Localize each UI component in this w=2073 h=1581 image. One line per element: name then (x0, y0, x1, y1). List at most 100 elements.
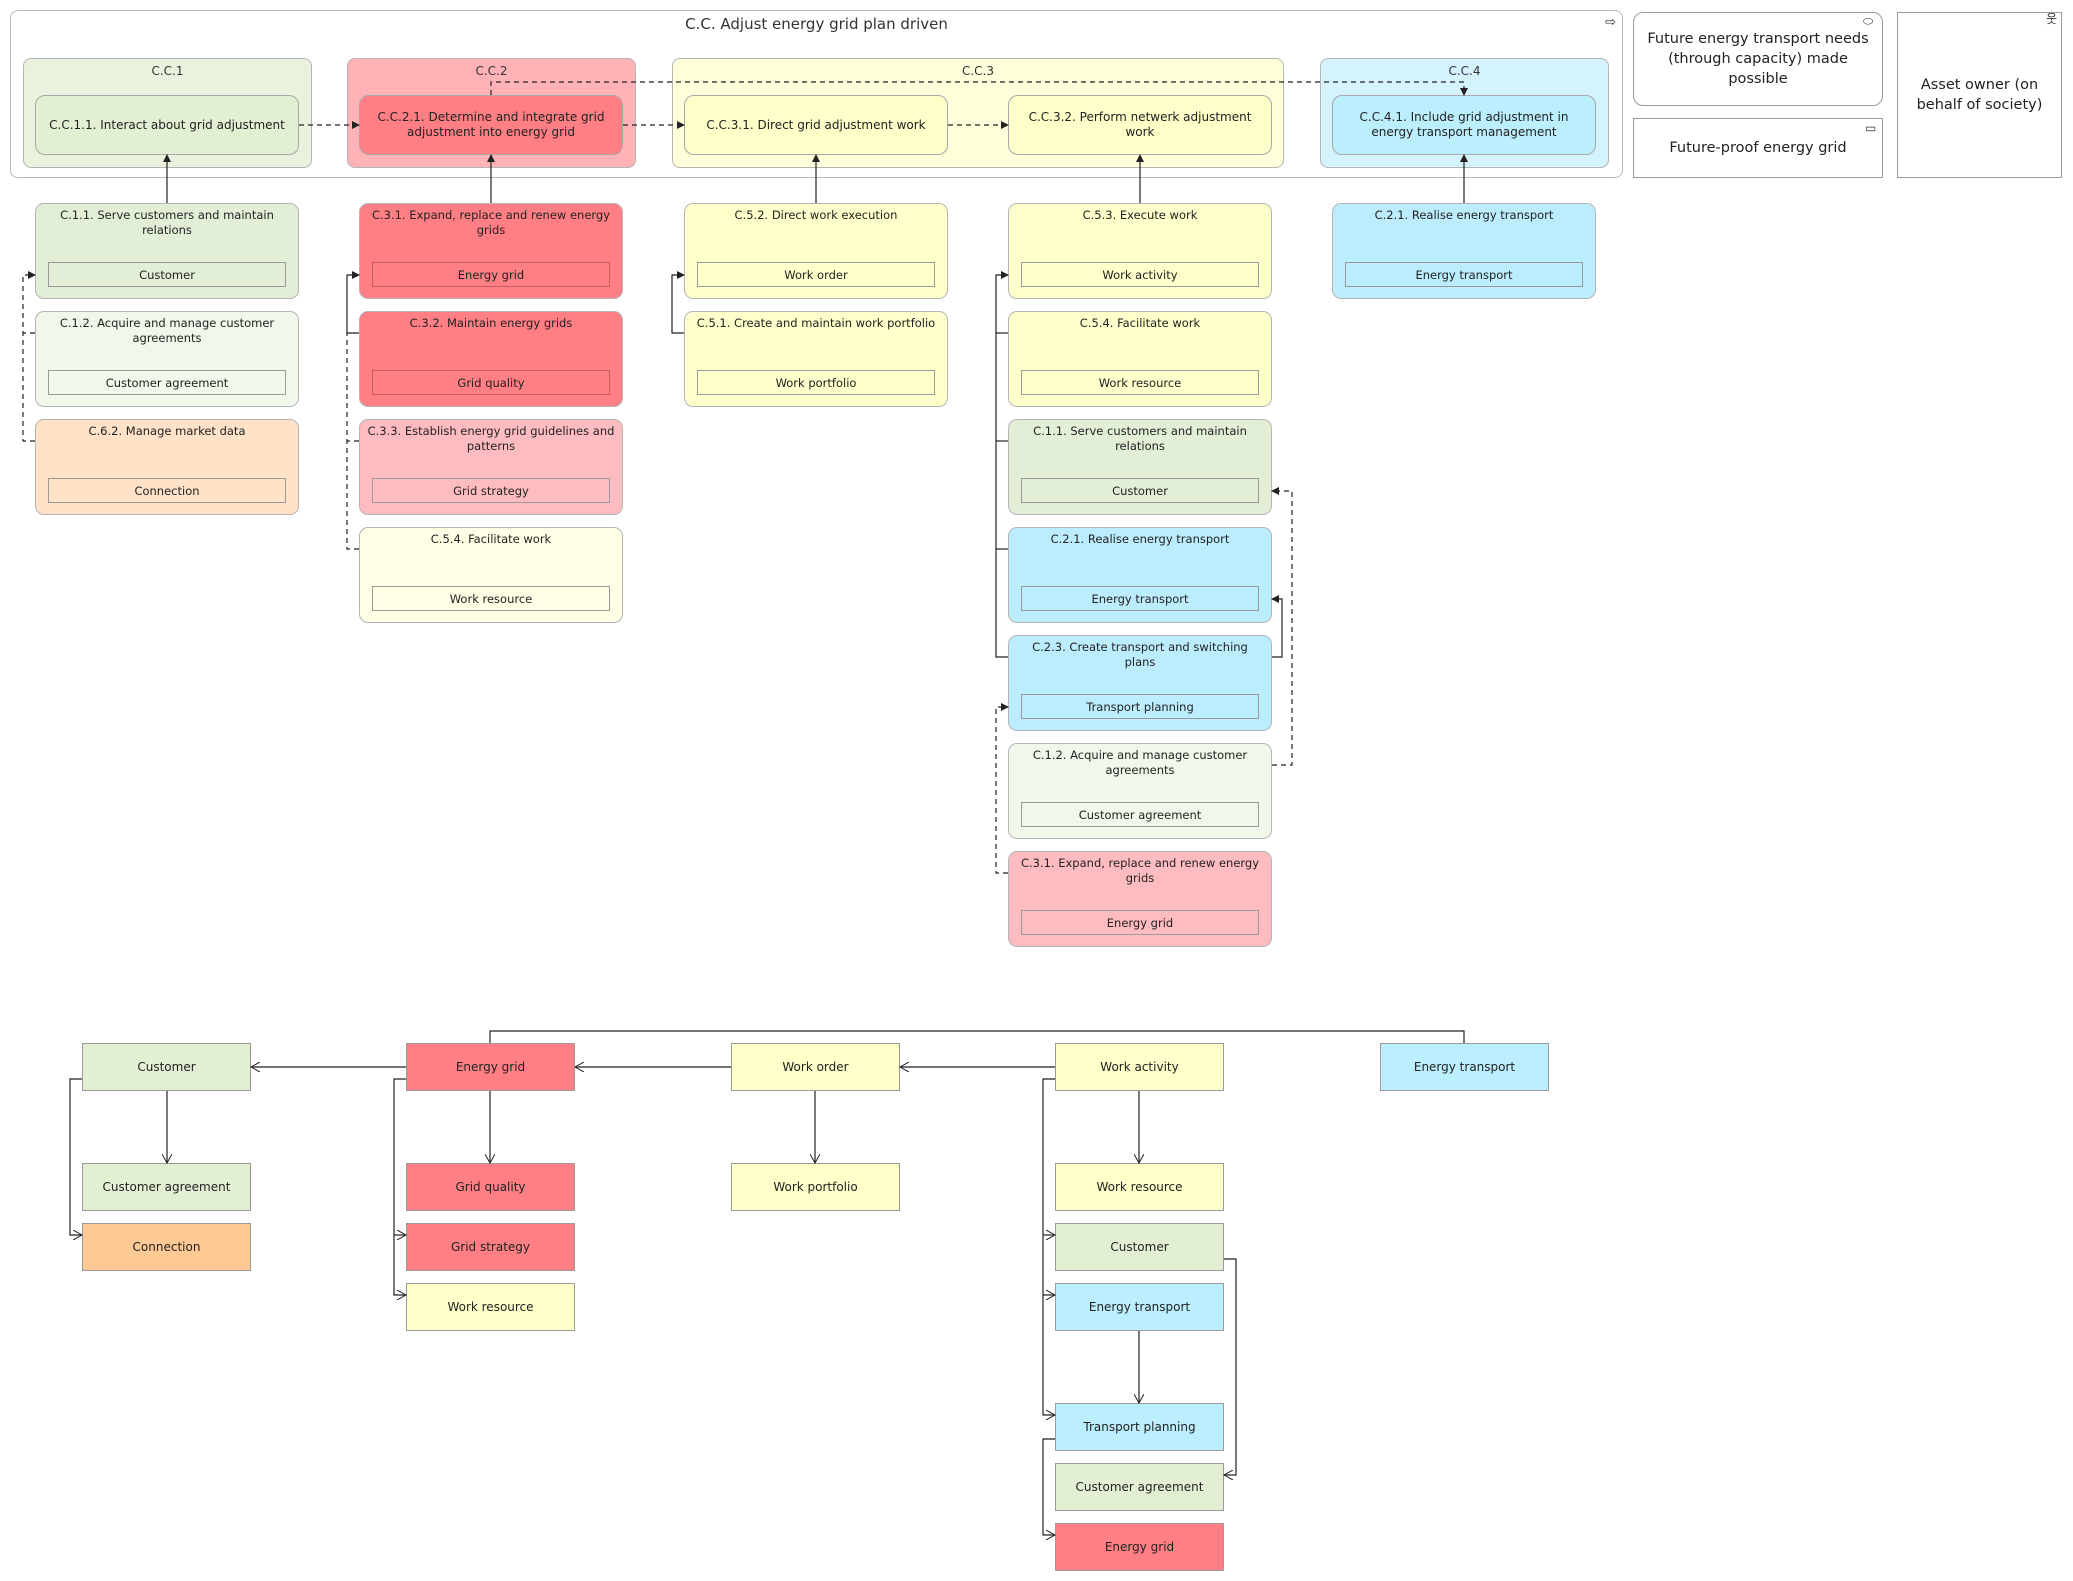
card-title: C.6.2. Manage market data (88, 424, 246, 438)
card-title: C.3.1. Expand, replace and renew energy … (371, 208, 611, 237)
card-object[interactable]: Work order (697, 262, 935, 287)
card-c-5-1[interactable]: C.5.1. Create and maintain work portfoli… (684, 311, 948, 407)
composition-line (393, 1078, 406, 1295)
capability-cc-2-1[interactable]: C.C.2.1. Determine and integrate grid ad… (359, 95, 623, 155)
card-object[interactable]: Grid strategy (372, 478, 610, 503)
composition-line (1042, 1438, 1055, 1535)
card-c-1-1[interactable]: C.1.1. Serve customers and maintain rela… (35, 203, 299, 299)
association-line (346, 441, 359, 550)
card-title: C.1.1. Serve customers and maintain rela… (60, 208, 274, 237)
card-c-6-2[interactable]: C.6.2. Manage market data Connection (35, 419, 299, 515)
association-line (671, 271, 685, 334)
object-connection[interactable]: Connection (82, 1223, 251, 1271)
association-line (995, 703, 1009, 874)
composition-line (69, 1078, 82, 1235)
card-c-5-4[interactable]: C.5.4. Facilitate work Work resource (359, 527, 623, 623)
object-transport-planning[interactable]: Transport planning (1055, 1403, 1224, 1451)
card-object[interactable]: Work resource (372, 586, 610, 611)
card-title: C.3.3. Establish energy grid guidelines … (367, 424, 615, 453)
card-c-3-2[interactable]: C.3.2. Maintain energy grids Grid qualit… (359, 311, 623, 407)
card-object[interactable]: Work resource (1021, 370, 1259, 395)
page-title: C.C. Adjust energy grid plan driven (685, 15, 948, 33)
card-object[interactable]: Energy transport (1345, 262, 1583, 287)
actor-box[interactable]: Asset owner (on behalf of society) (1897, 12, 2062, 178)
card-title: C.2.1. Realise energy transport (1050, 532, 1230, 546)
object-customer-agreement[interactable]: Customer agreement (82, 1163, 251, 1211)
goal-icon: ⬭ (1863, 14, 1874, 28)
card-title: C.3.2. Maintain energy grids (409, 316, 573, 330)
goal-box[interactable]: Future energy transport needs (through c… (1633, 12, 1883, 106)
card-object[interactable]: Energy grid (372, 262, 610, 287)
composition-line (1224, 1258, 1237, 1475)
card-c-1-2-b[interactable]: C.1.2. Acquire and manage customer agree… (1008, 743, 1272, 839)
card-title: C.5.3. Execute work (1082, 208, 1198, 222)
card-object[interactable]: Energy transport (1021, 586, 1259, 611)
card-object[interactable]: Energy grid (1021, 910, 1259, 935)
card-title: C.2.3. Create transport and switching pl… (1032, 640, 1248, 669)
object-work-order[interactable]: Work order (731, 1043, 900, 1091)
card-object[interactable]: Work activity (1021, 262, 1259, 287)
card-c-3-1[interactable]: C.3.1. Expand, replace and renew energy … (359, 203, 623, 299)
card-c-2-1-b[interactable]: C.2.1. Realise energy transport Energy t… (1008, 527, 1272, 623)
object-work-activity[interactable]: Work activity (1055, 1043, 1224, 1091)
card-c-2-1[interactable]: C.2.1. Realise energy transport Energy t… (1332, 203, 1596, 299)
card-object[interactable]: Transport planning (1021, 694, 1259, 719)
card-title: C.2.1. Realise energy transport (1374, 208, 1554, 222)
object-customer[interactable]: Customer (82, 1043, 251, 1091)
association-line (1271, 595, 1283, 658)
object-grid-strategy[interactable]: Grid strategy (406, 1223, 575, 1271)
object-grid-quality[interactable]: Grid quality (406, 1163, 575, 1211)
card-object[interactable]: Customer (1021, 478, 1259, 503)
object-energy-transport-b[interactable]: Energy transport (1055, 1283, 1224, 1331)
association-line (22, 271, 36, 442)
card-title: C.1.1. Serve customers and maintain rela… (1033, 424, 1247, 453)
capability-cc-1-1[interactable]: C.C.1.1. Interact about grid adjustment (35, 95, 299, 155)
composition-line (1042, 1078, 1055, 1415)
card-c-5-3[interactable]: C.5.3. Execute work Work activity (1008, 203, 1272, 299)
card-title: C.5.4. Facilitate work (1079, 316, 1201, 330)
group-label: C.C.3 (961, 64, 995, 78)
card-object[interactable]: Customer agreement (48, 370, 286, 395)
association-line (1271, 487, 1293, 766)
process-arrow-icon: ⇨ (1605, 15, 1616, 30)
group-label: C.C.4 (1448, 64, 1481, 78)
group-label: C.C.2 (475, 64, 508, 78)
card-object[interactable]: Customer agreement (1021, 802, 1259, 827)
product-box[interactable]: Future-proof energy grid (1633, 118, 1883, 178)
card-object[interactable]: Work portfolio (697, 370, 935, 395)
object-work-resource-b[interactable]: Work resource (1055, 1163, 1224, 1211)
card-c-2-3[interactable]: C.2.3. Create transport and switching pl… (1008, 635, 1272, 731)
card-object[interactable]: Grid quality (372, 370, 610, 395)
composition-line (489, 1030, 1465, 1043)
product-icon: ▭ (1865, 121, 1877, 135)
object-energy-transport[interactable]: Energy transport (1380, 1043, 1549, 1091)
object-energy-grid[interactable]: Energy grid (406, 1043, 575, 1091)
object-work-portfolio[interactable]: Work portfolio (731, 1163, 900, 1211)
card-object[interactable]: Connection (48, 478, 286, 503)
association-line (346, 271, 360, 334)
card-c-1-2[interactable]: C.1.2. Acquire and manage customer agree… (35, 311, 299, 407)
object-work-resource[interactable]: Work resource (406, 1283, 575, 1331)
card-title: C.5.4. Facilitate work (430, 532, 552, 546)
actor-icon: 웃 (2046, 12, 2058, 26)
card-title: C.1.2. Acquire and manage customer agree… (1032, 748, 1248, 777)
object-energy-grid-b[interactable]: Energy grid (1055, 1523, 1224, 1571)
object-customer-b[interactable]: Customer (1055, 1223, 1224, 1271)
object-customer-agreement-b[interactable]: Customer agreement (1055, 1463, 1224, 1511)
card-title: C.5.1. Create and maintain work portfoli… (696, 316, 936, 330)
card-c-3-3[interactable]: C.3.3. Establish energy grid guidelines … (359, 419, 623, 515)
association-line (346, 333, 359, 442)
capability-cc-4-1[interactable]: C.C.4.1. Include grid adjustment in ener… (1332, 95, 1596, 155)
association-line (995, 271, 1009, 658)
card-title: C.5.2. Direct work execution (734, 208, 898, 222)
card-object[interactable]: Customer (48, 262, 286, 287)
capability-cc-3-2[interactable]: C.C.3.2. Perform netwerk adjustment work (1008, 95, 1272, 155)
card-c-3-1-b[interactable]: C.3.1. Expand, replace and renew energy … (1008, 851, 1272, 947)
card-c-1-1-b[interactable]: C.1.1. Serve customers and maintain rela… (1008, 419, 1272, 515)
card-c-5-2[interactable]: C.5.2. Direct work execution Work order (684, 203, 948, 299)
card-title: C.1.2. Acquire and manage customer agree… (59, 316, 275, 345)
group-label: C.C.1 (151, 64, 184, 78)
card-c-5-4-b[interactable]: C.5.4. Facilitate work Work resource (1008, 311, 1272, 407)
capability-cc-3-1[interactable]: C.C.3.1. Direct grid adjustment work (684, 95, 948, 155)
